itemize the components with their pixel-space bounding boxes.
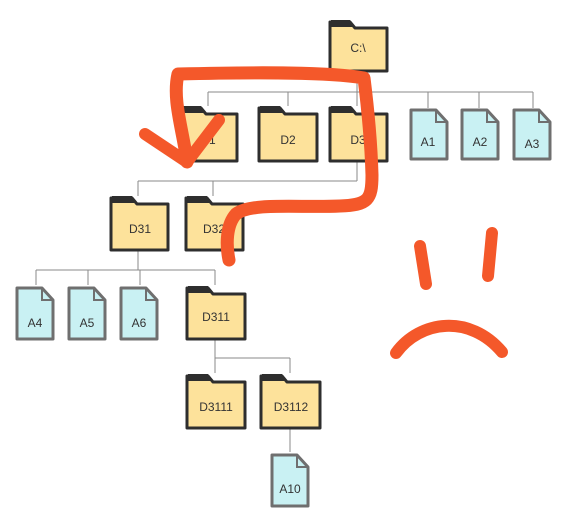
sad-face-right-eye <box>482 227 498 282</box>
node-label: D32 <box>203 222 225 236</box>
node-label: D311 <box>202 310 230 324</box>
file-node-a3[interactable]: A3 <box>512 108 552 161</box>
node-label: D3 <box>350 133 366 147</box>
node-label: A4 <box>28 316 43 330</box>
sad-face-frown <box>390 319 508 359</box>
file-node-a5[interactable]: A5 <box>67 286 107 341</box>
annotation-path-arrow <box>139 66 379 267</box>
file-node-a4[interactable]: A4 <box>15 286 55 341</box>
file-node-a6[interactable]: A6 <box>119 286 159 341</box>
sad-face-left-eye <box>414 240 432 290</box>
node-label: D31 <box>129 222 151 236</box>
folder-node-d3111[interactable]: D3111 <box>185 374 247 430</box>
folder-node-d2[interactable]: D2 <box>257 106 319 163</box>
connector-lines <box>35 70 534 452</box>
node-label: D3111 <box>199 400 233 414</box>
folder-node-d3112[interactable]: D3112 <box>259 374 322 430</box>
folder-node-d311[interactable]: D311 <box>185 286 247 341</box>
node-label: D2 <box>280 133 296 147</box>
file-node-a10[interactable]: A10 <box>270 453 310 508</box>
file-node-a1[interactable]: A1 <box>409 108 449 161</box>
node-label: A3 <box>525 137 540 151</box>
file-node-a2[interactable]: A2 <box>460 108 500 161</box>
folder-node-d3[interactable]: D3 <box>328 106 389 163</box>
node-label: C:\ <box>350 41 366 55</box>
sad-face-icon <box>390 227 508 359</box>
node-label: A1 <box>421 135 436 149</box>
folder-node-root[interactable]: C:\ <box>328 20 389 73</box>
folder-node-d31[interactable]: D31 <box>109 196 170 252</box>
node-label: A5 <box>80 316 95 330</box>
node-label: A6 <box>132 316 147 330</box>
node-label: A2 <box>473 135 488 149</box>
node-label: A10 <box>279 482 301 496</box>
node-label: D3112 <box>274 400 309 414</box>
